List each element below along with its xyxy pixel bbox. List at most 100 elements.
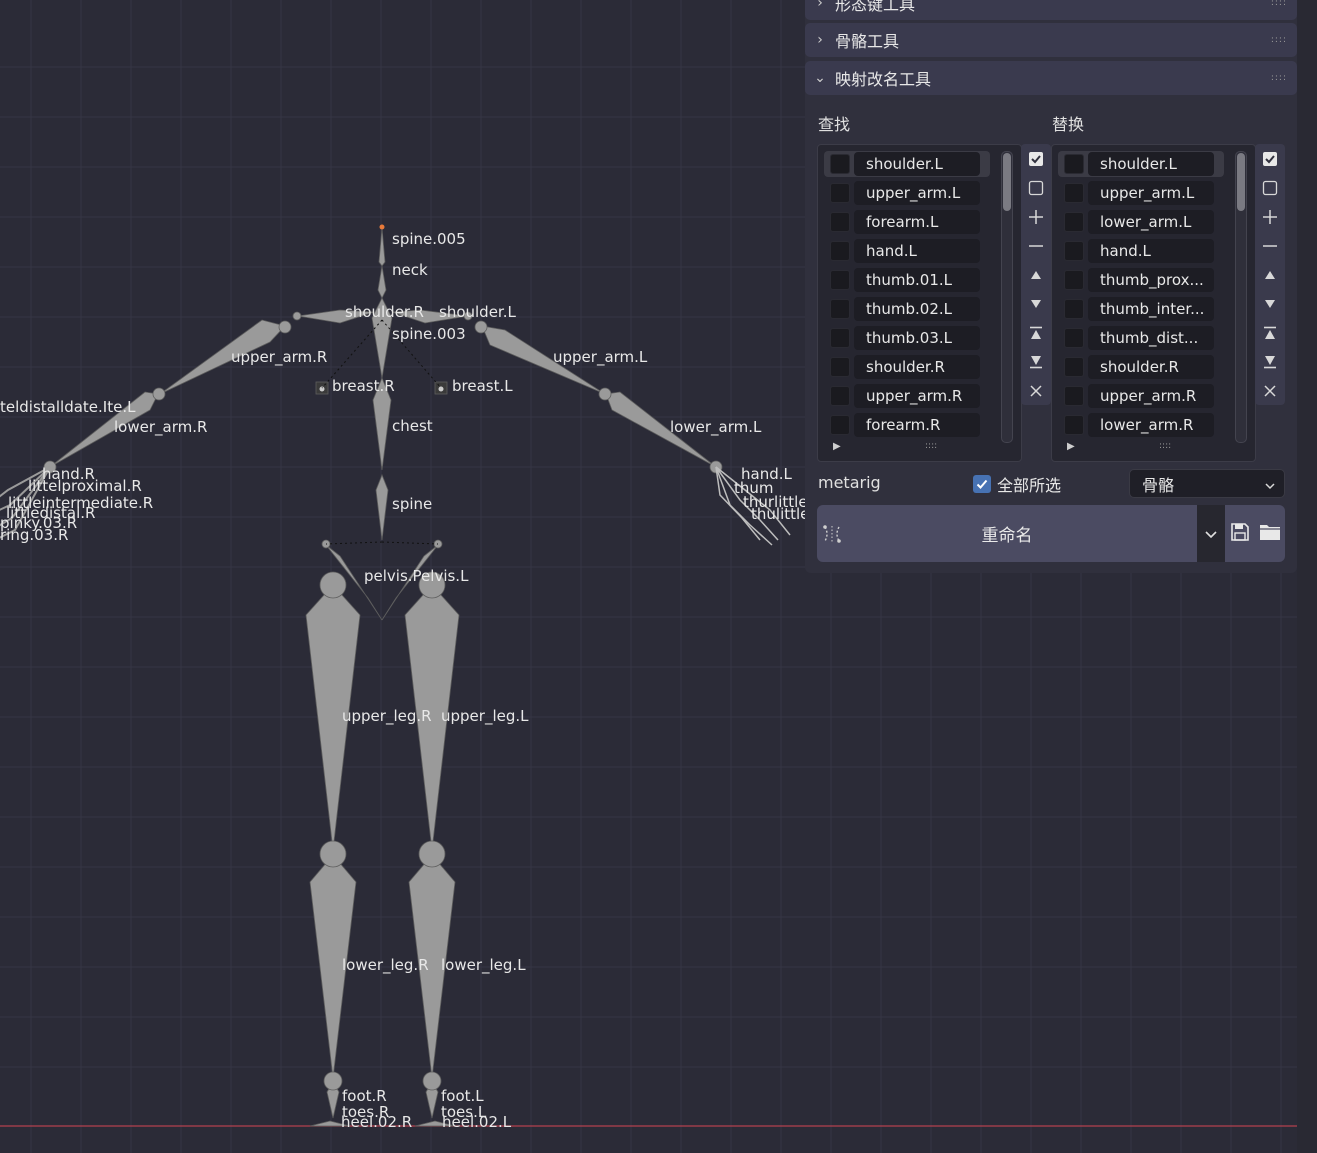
folder-open-icon[interactable] — [1259, 522, 1281, 546]
bone-heel-r[interactable] — [309, 1120, 351, 1127]
resize-grip-icon[interactable]: :::: — [925, 441, 938, 451]
item-checkbox[interactable] — [830, 357, 850, 377]
list-item[interactable]: forearm.R — [824, 412, 982, 438]
preset-dropdown[interactable] — [1197, 505, 1225, 562]
list-item[interactable]: upper_arm.L — [824, 180, 982, 206]
item-checkbox[interactable] — [830, 183, 850, 203]
joint-hip-r[interactable] — [319, 571, 347, 599]
bone-head-tip[interactable] — [379, 224, 385, 230]
bone-spine005[interactable] — [378, 227, 386, 267]
joint-shoulder-l[interactable] — [474, 320, 488, 334]
mode-dropdown[interactable]: 骨骼 — [1129, 469, 1285, 498]
item-name-field[interactable]: thumb.01.L — [854, 268, 980, 292]
deselect-all-icon[interactable] — [1021, 173, 1051, 202]
bone-neck[interactable] — [377, 265, 387, 299]
bone-heel-l[interactable] — [414, 1120, 456, 1127]
list-item[interactable]: thumb_dist... — [1058, 325, 1216, 351]
add-icon[interactable] — [1255, 202, 1285, 231]
item-checkbox[interactable] — [1064, 357, 1084, 377]
armature[interactable] — [43, 224, 723, 1127]
expand-triangle-icon[interactable]: ▶ — [833, 441, 841, 452]
item-name-field[interactable]: thumb.02.L — [854, 297, 980, 321]
joint-clavicle-l[interactable] — [463, 311, 473, 321]
item-name-field[interactable]: upper_arm.L — [854, 181, 980, 205]
replace-list[interactable]: shoulder.L upper_arm.L lower_arm.L hand.L th… — [1051, 144, 1256, 462]
select-all-icon[interactable] — [1021, 144, 1051, 173]
drag-grip-icon[interactable]: :::: — [1270, 0, 1287, 8]
item-name-field[interactable]: forearm.R — [854, 413, 980, 437]
list-item[interactable]: forearm.L — [824, 209, 982, 235]
deselect-all-icon[interactable] — [1255, 173, 1285, 202]
list-item[interactable]: hand.L — [824, 238, 982, 264]
item-name-field[interactable]: thumb_dist... — [1088, 326, 1214, 350]
resize-grip-icon[interactable]: :::: — [1159, 441, 1172, 451]
item-checkbox[interactable] — [830, 270, 850, 290]
list-item[interactable]: shoulder.L — [1058, 151, 1224, 177]
joint-ankle-l[interactable] — [422, 1071, 442, 1091]
item-name-field[interactable]: thumb.03.L — [854, 326, 980, 350]
clear-icon[interactable] — [1021, 376, 1051, 405]
rename-button[interactable]: 重命名 — [817, 505, 1197, 562]
sidebar-tab-strip[interactable] — [1297, 0, 1317, 1153]
joint-elbow-r[interactable] — [152, 387, 166, 401]
item-name-field[interactable]: upper_arm.R — [1088, 384, 1214, 408]
expand-triangle-icon[interactable]: ▶ — [1067, 441, 1075, 452]
list-item[interactable]: thumb_inter... — [1058, 296, 1216, 322]
list-item[interactable]: thumb.01.L — [824, 267, 982, 293]
joint-elbow-l[interactable] — [598, 387, 612, 401]
item-checkbox[interactable] — [1064, 386, 1084, 406]
joint-hip-l[interactable] — [418, 571, 446, 599]
item-checkbox[interactable] — [1064, 415, 1084, 435]
joint-shoulder-r[interactable] — [278, 320, 292, 334]
bone-chest[interactable] — [372, 376, 392, 471]
item-checkbox[interactable] — [1064, 241, 1084, 261]
select-all-checkbox[interactable] — [973, 475, 991, 493]
item-checkbox[interactable] — [1064, 154, 1084, 174]
item-checkbox[interactable] — [1064, 299, 1084, 319]
add-icon[interactable] — [1021, 202, 1051, 231]
list-item[interactable]: lower_arm.L — [1058, 209, 1216, 235]
move-down-icon[interactable] — [1255, 289, 1285, 318]
joint-knee-r[interactable] — [319, 840, 347, 868]
item-name-field[interactable]: hand.L — [854, 239, 980, 263]
list-item[interactable]: upper_arm.L — [1058, 180, 1216, 206]
bone-spine[interactable] — [375, 473, 389, 541]
move-bottom-icon[interactable] — [1255, 347, 1285, 376]
joint-knee-l[interactable] — [418, 840, 446, 868]
item-checkbox[interactable] — [830, 415, 850, 435]
item-name-field[interactable]: hand.L — [1088, 239, 1214, 263]
item-checkbox[interactable] — [830, 212, 850, 232]
item-name-field[interactable]: shoulder.R — [854, 355, 980, 379]
list-item[interactable]: hand.L — [1058, 238, 1216, 264]
joint-clavicle-r[interactable] — [292, 311, 302, 321]
list-item[interactable]: upper_arm.R — [1058, 383, 1216, 409]
item-checkbox[interactable] — [1064, 212, 1084, 232]
item-name-field[interactable]: shoulder.L — [1088, 152, 1214, 176]
remove-icon[interactable] — [1021, 231, 1051, 260]
list-item[interactable]: shoulder.R — [824, 354, 982, 380]
item-name-field[interactable]: shoulder.R — [1088, 355, 1214, 379]
bone-pelvis-l[interactable] — [381, 544, 439, 621]
item-checkbox[interactable] — [830, 299, 850, 319]
item-checkbox[interactable] — [830, 154, 850, 174]
move-up-icon[interactable] — [1255, 260, 1285, 289]
section-bone-tools[interactable]: › 骨骼工具 :::: — [805, 23, 1297, 57]
list-item[interactable]: thumb.03.L — [824, 325, 982, 351]
item-name-field[interactable]: thumb_inter... — [1088, 297, 1214, 321]
joint-ankle-r[interactable] — [323, 1071, 343, 1091]
find-list-scrollbar[interactable] — [1001, 151, 1013, 443]
item-checkbox[interactable] — [830, 328, 850, 348]
select-all-toggle[interactable]: 全部所选 — [973, 472, 1061, 496]
save-icon[interactable] — [1230, 522, 1250, 546]
item-checkbox[interactable] — [1064, 270, 1084, 290]
list-item[interactable]: thumb.02.L — [824, 296, 982, 322]
list-item[interactable]: thumb_prox... — [1058, 267, 1216, 293]
replace-list-scrollbar[interactable] — [1235, 151, 1247, 443]
list-item[interactable]: lower_arm.R — [1058, 412, 1216, 438]
select-all-icon[interactable] — [1255, 144, 1285, 173]
clear-icon[interactable] — [1255, 376, 1285, 405]
item-name-field[interactable]: lower_arm.L — [1088, 210, 1214, 234]
section-shape-key-tools[interactable]: › 形态键工具 :::: — [805, 0, 1297, 20]
